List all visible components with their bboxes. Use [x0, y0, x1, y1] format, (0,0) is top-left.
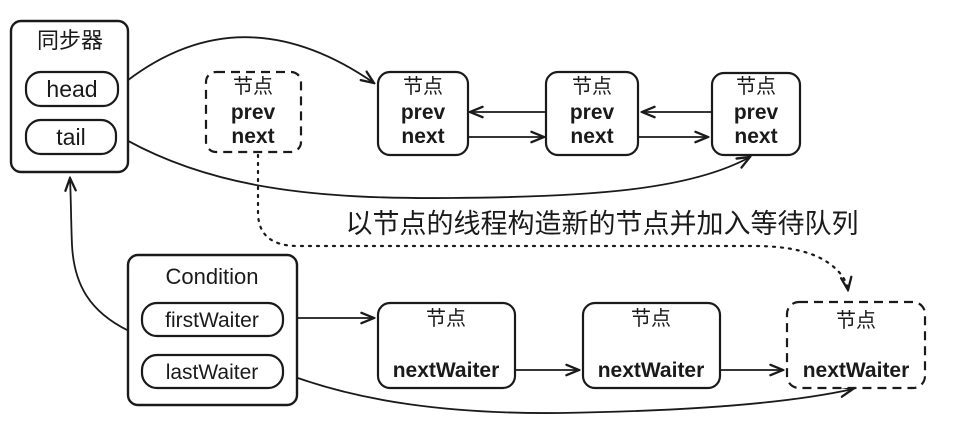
lastwaiter-to-dashed-node-arrow — [283, 372, 853, 414]
wait-node-new-title: 节点 — [836, 309, 876, 332]
sync-node-3-title: 节点 — [736, 75, 776, 98]
wait-node-2-title: 节点 — [631, 307, 671, 330]
enqueue-dotted-arrow — [256, 153, 848, 290]
synchronizer-title: 同步器 — [37, 28, 103, 53]
head-field-box — [24, 70, 120, 108]
sync-node-3-prev-label: prev — [734, 101, 779, 124]
wait-node-1-title: 节点 — [426, 307, 466, 330]
sync-node-1-box — [376, 70, 470, 157]
wait-node-1-nextwaiter-label: nextWaiter — [393, 359, 500, 382]
tail-field-box — [24, 118, 118, 156]
head-to-first-node-arrow — [117, 36, 374, 89]
condition-title: Condition — [166, 264, 259, 289]
wait-node-1-box — [376, 301, 517, 390]
wait-node-new-nextwaiter-label: nextWaiter — [803, 359, 910, 382]
sync-node-2-prev-label: prev — [570, 101, 615, 124]
firstwaiter-field-box — [140, 301, 285, 338]
sync-node-1-prev-label: prev — [401, 101, 446, 124]
sync-node-1-title: 节点 — [403, 75, 443, 98]
pending-node-title: 节点 — [233, 75, 273, 98]
boxes — [9, 19, 927, 407]
wait-node-new-box — [785, 300, 927, 390]
enqueue-annotation: 以节点的线程构造新的节点并加入等待队列 — [346, 209, 859, 239]
firstwaiter-field-label: firstWaiter — [165, 309, 259, 332]
sync-node-2-box — [544, 70, 640, 157]
tail-field-label: tail — [56, 124, 85, 150]
sync-node-2-title: 节点 — [572, 75, 612, 98]
pending-node-next-label: next — [231, 125, 274, 148]
wait-node-2-box — [581, 301, 722, 390]
tail-to-last-node-arrow — [115, 133, 750, 199]
sync-node-3-next-label: next — [734, 125, 777, 148]
sync-node-2-next-label: next — [570, 125, 613, 148]
head-field-label: head — [46, 76, 97, 102]
pending-node-box — [204, 70, 303, 154]
wait-node-2-nextwaiter-label: nextWaiter — [598, 359, 705, 382]
sync-node-3-box — [710, 71, 802, 157]
pending-node-prev-label: prev — [231, 101, 276, 124]
lastwaiter-field-box — [140, 353, 285, 390]
lastwaiter-field-label: lastWaiter — [166, 361, 259, 384]
condition-to-synchronizer-arrow — [70, 178, 130, 332]
sync-node-1-next-label: next — [401, 125, 444, 148]
labels: 同步器 head tail 节点 prev next 节点 prev next … — [37, 28, 909, 384]
